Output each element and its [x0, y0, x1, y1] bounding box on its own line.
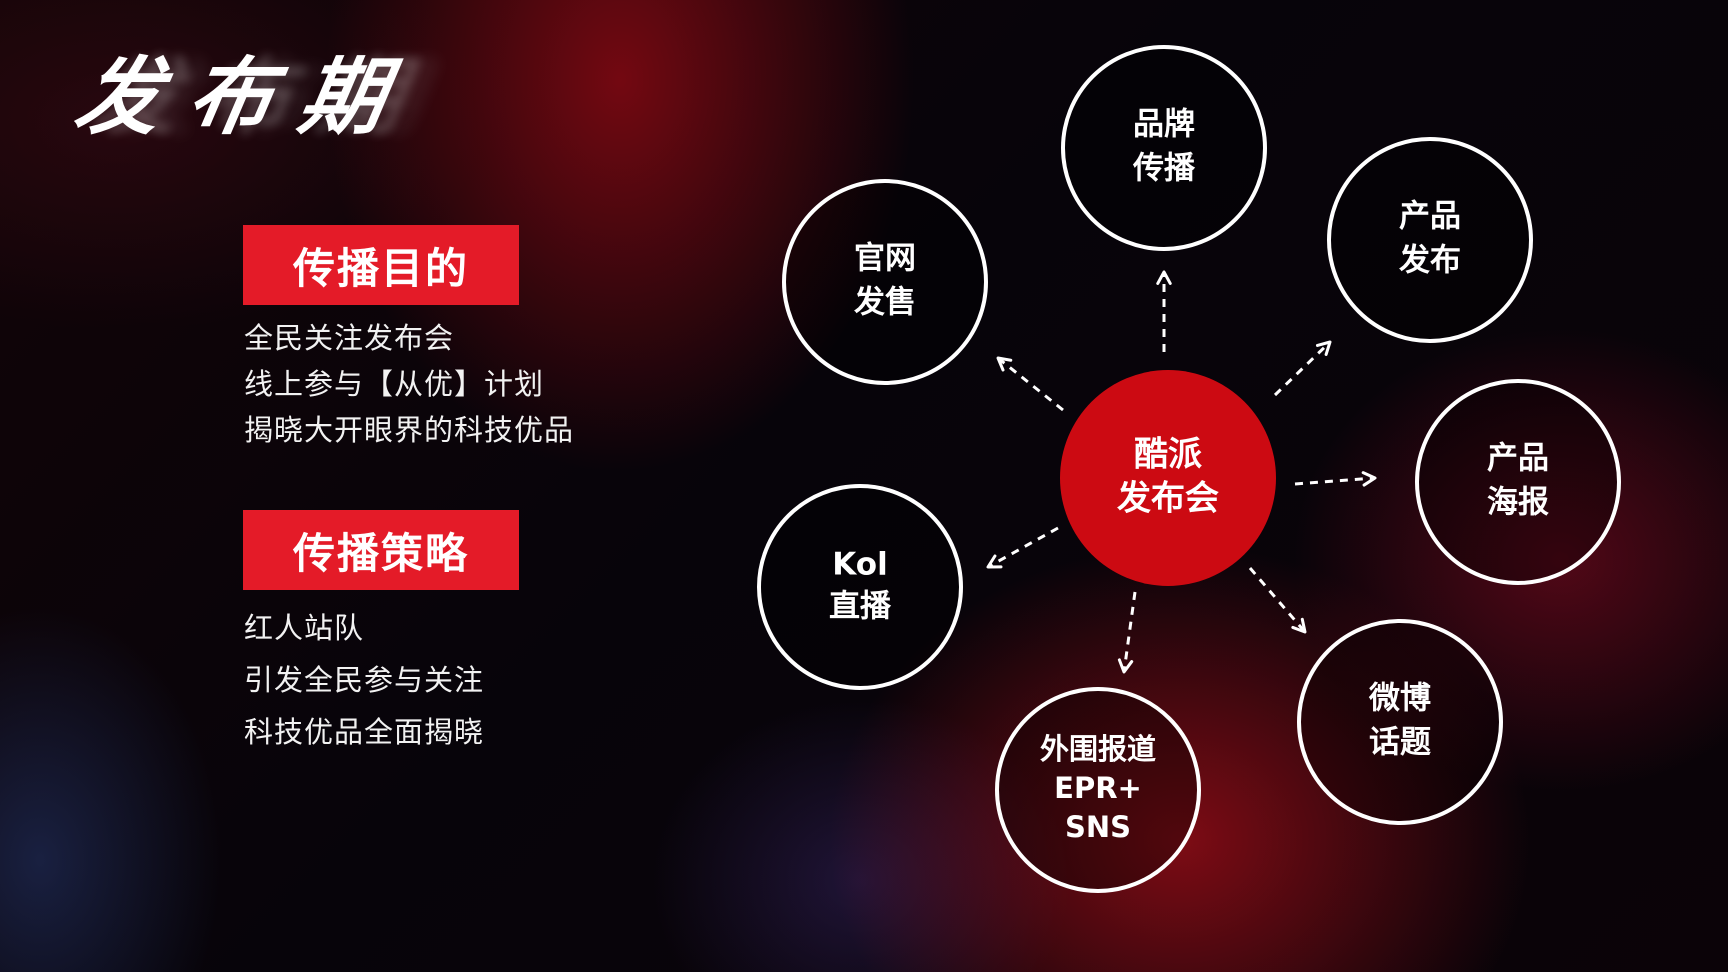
- node-label: 传播: [1132, 151, 1196, 187]
- node-label: 微博: [1368, 681, 1431, 717]
- strategy-list: 红人站队 引发全民参与关注 科技优品全面揭晓: [244, 602, 484, 758]
- arrow-line: [1248, 567, 1307, 633]
- purpose-line: 揭晓大开眼界的科技优品: [244, 413, 575, 447]
- node-label: 发售: [853, 285, 916, 321]
- arrow-product-poster: [1294, 471, 1377, 487]
- node-label: SNS: [1065, 810, 1131, 844]
- arrow-official-sale: [996, 356, 1064, 412]
- arrow-head: [1156, 270, 1172, 285]
- node-label: Kol: [832, 547, 887, 583]
- purpose-list: 全民关注发布会 线上参与【从优】计划 揭晓大开眼界的科技优品: [244, 315, 574, 453]
- node-kol-live: Kol 直播: [757, 484, 963, 690]
- arrow-product-launch: [1273, 340, 1332, 397]
- node-ring: [757, 484, 963, 690]
- node-ring: [782, 179, 988, 385]
- arrow-line: [1294, 476, 1376, 486]
- arrow-head: [1291, 617, 1307, 634]
- node-label: 发布会: [1117, 479, 1219, 519]
- node-peripheral-report: 外围报道 EPR+ SNS: [995, 687, 1201, 893]
- arrow-head: [1117, 658, 1134, 674]
- arrow-head: [1315, 340, 1332, 356]
- strategy-line: 科技优品全面揭晓: [244, 715, 485, 749]
- nodes-layer: 品牌传播产品发布产品海报微博话题外围报道EPR+SNSKol直播官网发售酷派发布…: [757, 45, 1621, 893]
- strategy-label: 传播策略: [243, 510, 519, 590]
- arrow-head: [996, 356, 1013, 372]
- arrow-head: [1361, 471, 1377, 487]
- arrow-line: [987, 526, 1059, 569]
- arrow-kol-live: [986, 526, 1059, 569]
- node-ring: [1415, 379, 1621, 585]
- arrow-line: [1273, 340, 1332, 397]
- node-label: 品牌: [1133, 107, 1195, 143]
- node-label: 产品: [1487, 441, 1549, 477]
- node-ring: [1297, 619, 1503, 825]
- node-label: 产品: [1399, 199, 1461, 235]
- node-label: 外围报道: [1040, 732, 1156, 766]
- node-label: 海报: [1487, 485, 1549, 521]
- arrows-layer: [986, 270, 1377, 674]
- center-disc: [1060, 370, 1276, 586]
- strategy-line: 引发全民参与关注: [244, 663, 485, 697]
- purpose-line: 线上参与【从优】计划: [244, 367, 545, 401]
- node-ring: [1061, 45, 1267, 251]
- node-label: 话题: [1369, 725, 1431, 761]
- node-label: 直播: [829, 589, 892, 625]
- arrow-line: [997, 356, 1064, 412]
- arrow-peripheral-report: [1117, 591, 1137, 674]
- arrow-weibo-topic: [1248, 567, 1307, 634]
- node-ring: [995, 687, 1201, 893]
- purpose-line: 全民关注发布会: [244, 321, 455, 355]
- arrow-line: [1122, 591, 1137, 673]
- strategy-line: 红人站队: [244, 611, 365, 645]
- purpose-label: 传播目的: [243, 225, 519, 305]
- node-label: 官网: [854, 241, 916, 277]
- node-label: EPR+: [1054, 771, 1142, 805]
- node-label: 酷派: [1134, 435, 1202, 475]
- node-ring: [1327, 137, 1533, 343]
- arrow-brand: [1156, 270, 1172, 352]
- arrow-head: [986, 554, 1003, 569]
- node-label: 发布: [1398, 243, 1461, 279]
